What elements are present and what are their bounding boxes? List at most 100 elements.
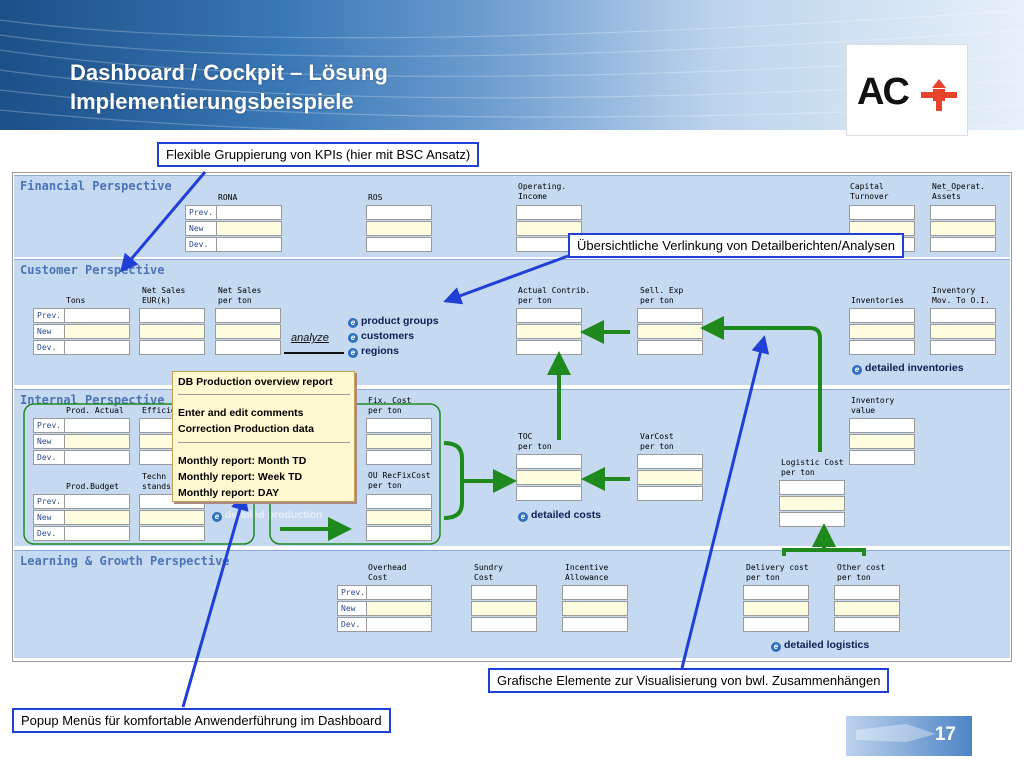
kpi-field-fixcost-dev[interactable] [366, 450, 432, 465]
kpi-field-incentive-prev[interactable] [562, 585, 628, 600]
kpi-field-overhead-dev[interactable] [366, 617, 432, 632]
kpi-field-othercost-new[interactable] [834, 601, 900, 616]
kpi-field-tons-new[interactable] [64, 324, 130, 339]
kpi-field-varcost-prev[interactable] [637, 454, 703, 469]
menu-divider [178, 442, 350, 443]
kpi-field-prodbudget-prev[interactable] [64, 494, 130, 509]
kpi-field-tons-prev[interactable] [64, 308, 130, 323]
kpi-field-inventories-prev[interactable] [849, 308, 915, 323]
kpi-field-contrib-dev[interactable] [516, 340, 582, 355]
kpi-field-netsales-ton-prev[interactable] [215, 308, 281, 323]
customer-perspective-title: Customer Perspective [20, 263, 165, 277]
callout-graphics: Grafische Elemente zur Visualisierung vo… [488, 668, 890, 693]
menu-item-correction-data[interactable]: Correction Production data [178, 423, 314, 435]
info-icon: e [518, 512, 528, 522]
kpi-field-techstd-new[interactable] [139, 510, 205, 525]
kpi-field-prodactual-prev[interactable] [64, 418, 130, 433]
kpi-field-contrib-new[interactable] [516, 324, 582, 339]
kpi-field-netsales-eur-new[interactable] [139, 324, 205, 339]
kpi-field-netassets-dev[interactable] [930, 237, 996, 252]
kpi-field-prodbudget-dev[interactable] [64, 526, 130, 541]
kpi-field-ourecfix-new[interactable] [366, 510, 432, 525]
kpi-field-logistic-new[interactable] [779, 496, 845, 511]
kpi-field-prodactual-new[interactable] [64, 434, 130, 449]
kpi-field-delivery-dev[interactable] [743, 617, 809, 632]
kpi-field-varcost-new[interactable] [637, 470, 703, 485]
label-prod-budget: Prod.Budget [66, 482, 119, 491]
kpi-field-sundry-new[interactable] [471, 601, 537, 616]
kpi-field-invmov-dev[interactable] [930, 340, 996, 355]
kpi-field-overhead-new[interactable] [366, 601, 432, 616]
kpi-field-sellexp-dev[interactable] [637, 340, 703, 355]
kpi-field-toc-prev[interactable] [516, 454, 582, 469]
kpi-field-inventories-new[interactable] [849, 324, 915, 339]
kpi-field-opinc-prev[interactable] [516, 205, 582, 220]
kpi-field-sellexp-prev[interactable] [637, 308, 703, 323]
kpi-field-invvalue-new[interactable] [849, 434, 915, 449]
kpi-field-invvalue-prev[interactable] [849, 418, 915, 433]
kpi-field-toc-new[interactable] [516, 470, 582, 485]
kpi-field-inventories-dev[interactable] [849, 340, 915, 355]
kpi-field-sundry-dev[interactable] [471, 617, 537, 632]
kpi-field-ros-new[interactable] [366, 221, 432, 236]
label-logistic-cost: Logistic Cost per ton [781, 458, 844, 477]
header-swoosh-lines [0, 9, 1024, 130]
link-detailed-inventories-label: detailed inventories [865, 362, 964, 374]
kpi-field-opinc-new[interactable] [516, 221, 582, 236]
kpi-field-rona-new[interactable] [216, 221, 282, 236]
kpi-field-toc-dev[interactable] [516, 486, 582, 501]
kpi-field-othercost-dev[interactable] [834, 617, 900, 632]
kpi-field-netsales-ton-new[interactable] [215, 324, 281, 339]
menu-item-week-td[interactable]: Monthly report: Week TD [178, 471, 303, 483]
menu-item-month-td[interactable]: Monthly report: Month TD [178, 455, 307, 467]
kpi-field-netassets-new[interactable] [930, 221, 996, 236]
kpi-field-logistic-prev[interactable] [779, 480, 845, 495]
kpi-field-incentive-new[interactable] [562, 601, 628, 616]
kpi-field-delivery-new[interactable] [743, 601, 809, 616]
kpi-field-overhead-prev[interactable] [366, 585, 432, 600]
kpi-field-logistic-dev[interactable] [779, 512, 845, 527]
kpi-field-prodactual-dev[interactable] [64, 450, 130, 465]
kpi-field-sellexp-new[interactable] [637, 324, 703, 339]
label-inventories: Inventories [851, 296, 904, 305]
label-net-sales-eur: Net Sales EUR(k) [142, 286, 186, 305]
row-label-prev: Prev. [337, 585, 373, 600]
kpi-field-ourecfix-prev[interactable] [366, 494, 432, 509]
kpi-field-delivery-prev[interactable] [743, 585, 809, 600]
kpi-field-netsales-eur-dev[interactable] [139, 340, 205, 355]
kpi-field-ros-dev[interactable] [366, 237, 432, 252]
kpi-field-techstd-dev[interactable] [139, 526, 205, 541]
kpi-field-prodbudget-new[interactable] [64, 510, 130, 525]
kpi-field-rona-dev[interactable] [216, 237, 282, 252]
kpi-field-incentive-dev[interactable] [562, 617, 628, 632]
kpi-field-invmov-new[interactable] [930, 324, 996, 339]
menu-item-day[interactable]: Monthly report: DAY [178, 487, 280, 499]
kpi-field-ros-prev[interactable] [366, 205, 432, 220]
kpi-field-fixcost-new[interactable] [366, 434, 432, 449]
kpi-field-othercost-prev[interactable] [834, 585, 900, 600]
link-detailed-logistics-label: detailed logistics [784, 639, 870, 651]
kpi-field-invmov-prev[interactable] [930, 308, 996, 323]
kpi-field-netsales-ton-dev[interactable] [215, 340, 281, 355]
kpi-field-netassets-prev[interactable] [930, 205, 996, 220]
analyze-link[interactable]: analyze [291, 332, 329, 344]
kpi-field-netsales-eur-prev[interactable] [139, 308, 205, 323]
kpi-field-sundry-prev[interactable] [471, 585, 537, 600]
kpi-field-contrib-prev[interactable] [516, 308, 582, 323]
kpi-field-tons-dev[interactable] [64, 340, 130, 355]
kpi-field-fixcost-prev[interactable] [366, 418, 432, 433]
menu-item-overview-report[interactable]: DB Production overview report [178, 376, 333, 388]
kpi-field-invvalue-dev[interactable] [849, 450, 915, 465]
kpi-field-varcost-dev[interactable] [637, 486, 703, 501]
kpi-field-rona-prev[interactable] [216, 205, 282, 220]
kpi-field-capturn-prev[interactable] [849, 205, 915, 220]
menu-item-edit-comments[interactable]: Enter and edit comments [178, 407, 304, 419]
kpi-field-ourecfix-dev[interactable] [366, 526, 432, 541]
